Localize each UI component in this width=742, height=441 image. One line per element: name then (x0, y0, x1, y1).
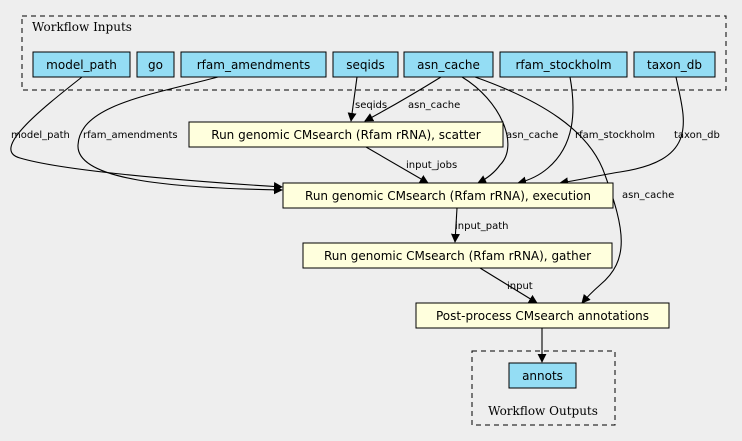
input-node-rfam-amendments[interactable]: rfam_amendments (180, 51, 327, 78)
edge-input (479, 267, 538, 304)
input-label-rfam-stockholm: rfam_stockholm (515, 58, 611, 72)
step-node-postprocess[interactable]: Post-process CMsearch annotations (415, 302, 670, 329)
edge-asn-cache-scatter (364, 76, 442, 122)
edge-label-input-jobs: input_jobs (406, 160, 457, 171)
edge-seqids (347, 76, 358, 122)
edge-label-taxon-db: taxon_db (674, 130, 720, 141)
workflow-inputs-label: Workflow Inputs (32, 20, 132, 34)
input-node-asn-cache[interactable]: asn_cache (403, 51, 494, 78)
output-node-annots[interactable]: annots (508, 362, 577, 389)
edge-label-rfam-amendments: rfam_amendments (83, 130, 178, 141)
edge-label-input: input (507, 281, 533, 292)
input-label-taxon-db: taxon_db (647, 58, 702, 72)
edge-input-jobs (365, 146, 429, 184)
step-label-execution: Run genomic CMsearch (Rfam rRNA), execut… (305, 189, 591, 203)
input-label-seqids: seqids (346, 58, 384, 72)
input-node-taxon-db[interactable]: taxon_db (633, 51, 716, 78)
edge-labels: seqids asn_cache model_path rfam_amendme… (11, 100, 720, 292)
edge-asn-cache-post (474, 76, 622, 304)
input-node-seqids[interactable]: seqids (332, 51, 399, 78)
edge-label-seqids: seqids (355, 100, 387, 111)
edge-label-asn-cache-scatter: asn_cache (408, 100, 460, 111)
workflow-outputs-cluster: Workflow Outputs (471, 350, 616, 426)
edge-rfam-stockholm (517, 76, 574, 186)
edge-label-model-path: model_path (11, 130, 70, 141)
edges (10, 76, 684, 363)
input-node-model-path[interactable]: model_path (32, 51, 131, 78)
step-node-execution[interactable]: Run genomic CMsearch (Rfam rRNA), execut… (282, 182, 614, 209)
step-label-gather: Run genomic CMsearch (Rfam rRNA), gather (324, 249, 591, 263)
edge-model-path (10, 76, 283, 191)
input-node-go[interactable]: go (136, 51, 175, 78)
edge-input-path (450, 207, 460, 243)
step-node-gather[interactable]: Run genomic CMsearch (Rfam rRNA), gather (302, 242, 613, 269)
edge-rfam-amendments (77, 76, 283, 195)
edge-label-rfam-stockholm: rfam_stockholm (575, 130, 655, 141)
input-label-model-path: model_path (46, 58, 117, 72)
input-node-rfam-stockholm[interactable]: rfam_stockholm (499, 51, 628, 78)
edge-label-asn-cache-exec: asn_cache (506, 130, 558, 141)
edge-label-asn-cache-post: asn_cache (622, 190, 674, 201)
edge-asn-cache-exec (461, 76, 509, 184)
edge-label-input-path: input_path (455, 221, 508, 232)
step-label-scatter: Run genomic CMsearch (Rfam rRNA), scatte… (211, 128, 480, 142)
input-label-rfam-amendments: rfam_amendments (197, 58, 310, 72)
output-label-annots: annots (522, 369, 563, 383)
input-label-asn-cache: asn_cache (417, 58, 480, 72)
workflow-outputs-label: Workflow Outputs (488, 404, 598, 418)
workflow-inputs-cluster: Workflow Inputs (21, 15, 727, 91)
step-node-scatter[interactable]: Run genomic CMsearch (Rfam rRNA), scatte… (188, 121, 504, 148)
input-label-go: go (148, 58, 163, 72)
step-label-postprocess: Post-process CMsearch annotations (436, 309, 649, 323)
edge-taxon-db (559, 76, 684, 187)
